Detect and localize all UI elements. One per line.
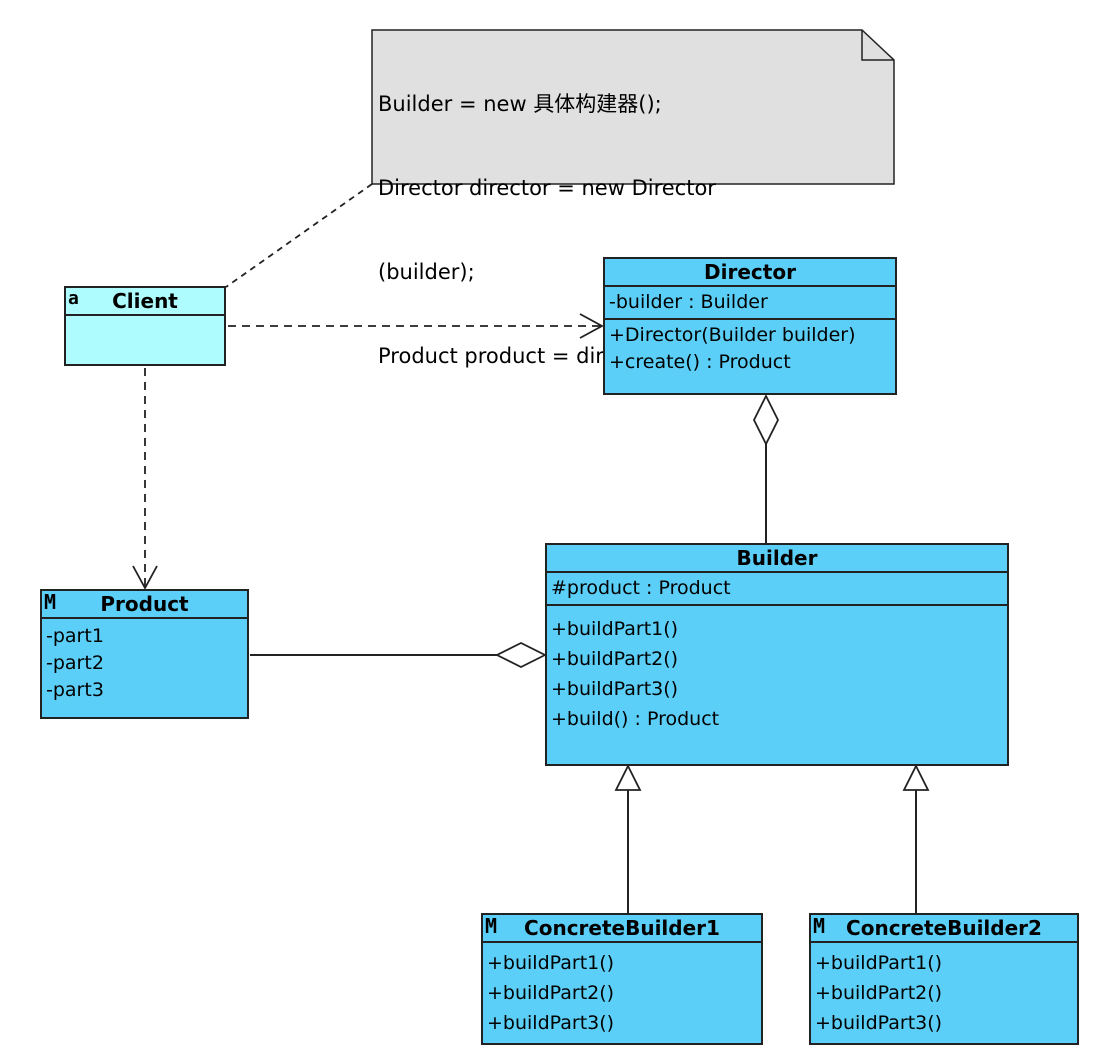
concrete-builder1-header: M ConcreteBuilder1 [483,915,761,943]
concrete2-triangle [902,763,930,791]
director-operations: +Director(Builder builder) +create() : P… [605,320,895,379]
attribute: -part3 [46,679,104,701]
builder-class-name: Builder [736,546,818,570]
attribute: -part1 [46,625,104,647]
attribute: -builder : Builder [609,291,768,313]
concrete-builder1-name: ConcreteBuilder1 [524,916,720,940]
concrete1-triangle [614,763,642,791]
client-class-header: a Client [66,288,224,316]
director-class-header: Director [605,259,895,287]
operation: +buildPart1() [815,952,943,974]
operation: +create() : Product [609,351,791,373]
builder-class[interactable]: Builder #product : Product +buildPart1()… [545,543,1009,766]
builder-operations: +buildPart1() +buildPart2() +buildPart3(… [547,606,1007,737]
note-line: Builder = new 具体构建器(); [378,92,662,116]
note-line: (builder); [378,260,475,284]
attribute: #product : Product [551,577,731,599]
attribute: -part2 [46,652,104,674]
note-fold [861,30,894,61]
director-class-name: Director [704,260,796,284]
builder-attributes: #product : Product [547,573,1007,606]
concrete-builder2-header: M ConcreteBuilder2 [811,915,1077,943]
builder-aggregation-diamond [494,641,548,669]
operation: +buildPart3() [815,1012,943,1034]
concrete-builder2-class[interactable]: M ConcreteBuilder2 +buildPart1() +buildP… [809,913,1079,1045]
product-class-name: Product [100,592,189,616]
builder-class-header: Builder [547,545,1007,573]
product-attributes: -part1 -part2 -part3 [42,619,247,707]
concrete-builder2-operations: +buildPart1() +buildPart2() +buildPart3(… [811,943,1077,1041]
operation: +buildPart3() [551,678,679,700]
concrete-builder1-operations: +buildPart1() +buildPart2() +buildPart3(… [483,943,761,1041]
product-class[interactable]: M Product -part1 -part2 -part3 [40,589,249,719]
client-director-arrowhead [579,313,604,339]
operation: +build() : Product [551,708,720,730]
model-stereotype-icon: M [813,914,826,938]
client-product-arrowhead [132,565,158,590]
model-stereotype-icon: M [485,914,498,938]
operation: +buildPart1() [551,618,679,640]
operation: +buildPart3() [487,1012,615,1034]
operation: +buildPart2() [551,648,679,670]
operation: +Director(Builder builder) [609,324,856,346]
model-stereotype-icon: M [44,590,57,614]
client-class[interactable]: a Client [64,286,226,366]
concrete-builder1-class[interactable]: M ConcreteBuilder1 +buildPart1() +buildP… [481,913,763,1045]
director-class[interactable]: Director -builder : Builder +Director(Bu… [603,257,897,395]
note-line: Director director = new Director [378,176,716,200]
abstract-stereotype-icon: a [68,288,79,309]
operation: +buildPart2() [815,982,943,1004]
operation: +buildPart1() [487,952,615,974]
concrete-builder2-name: ConcreteBuilder2 [846,916,1042,940]
director-aggregation-diamond [752,393,780,447]
director-attributes: -builder : Builder [605,287,895,320]
product-class-header: M Product [42,591,247,619]
operation: +buildPart2() [487,982,615,1004]
note-shape [371,29,895,185]
note-anchor-line [225,183,373,288]
client-class-name: Client [112,289,178,313]
